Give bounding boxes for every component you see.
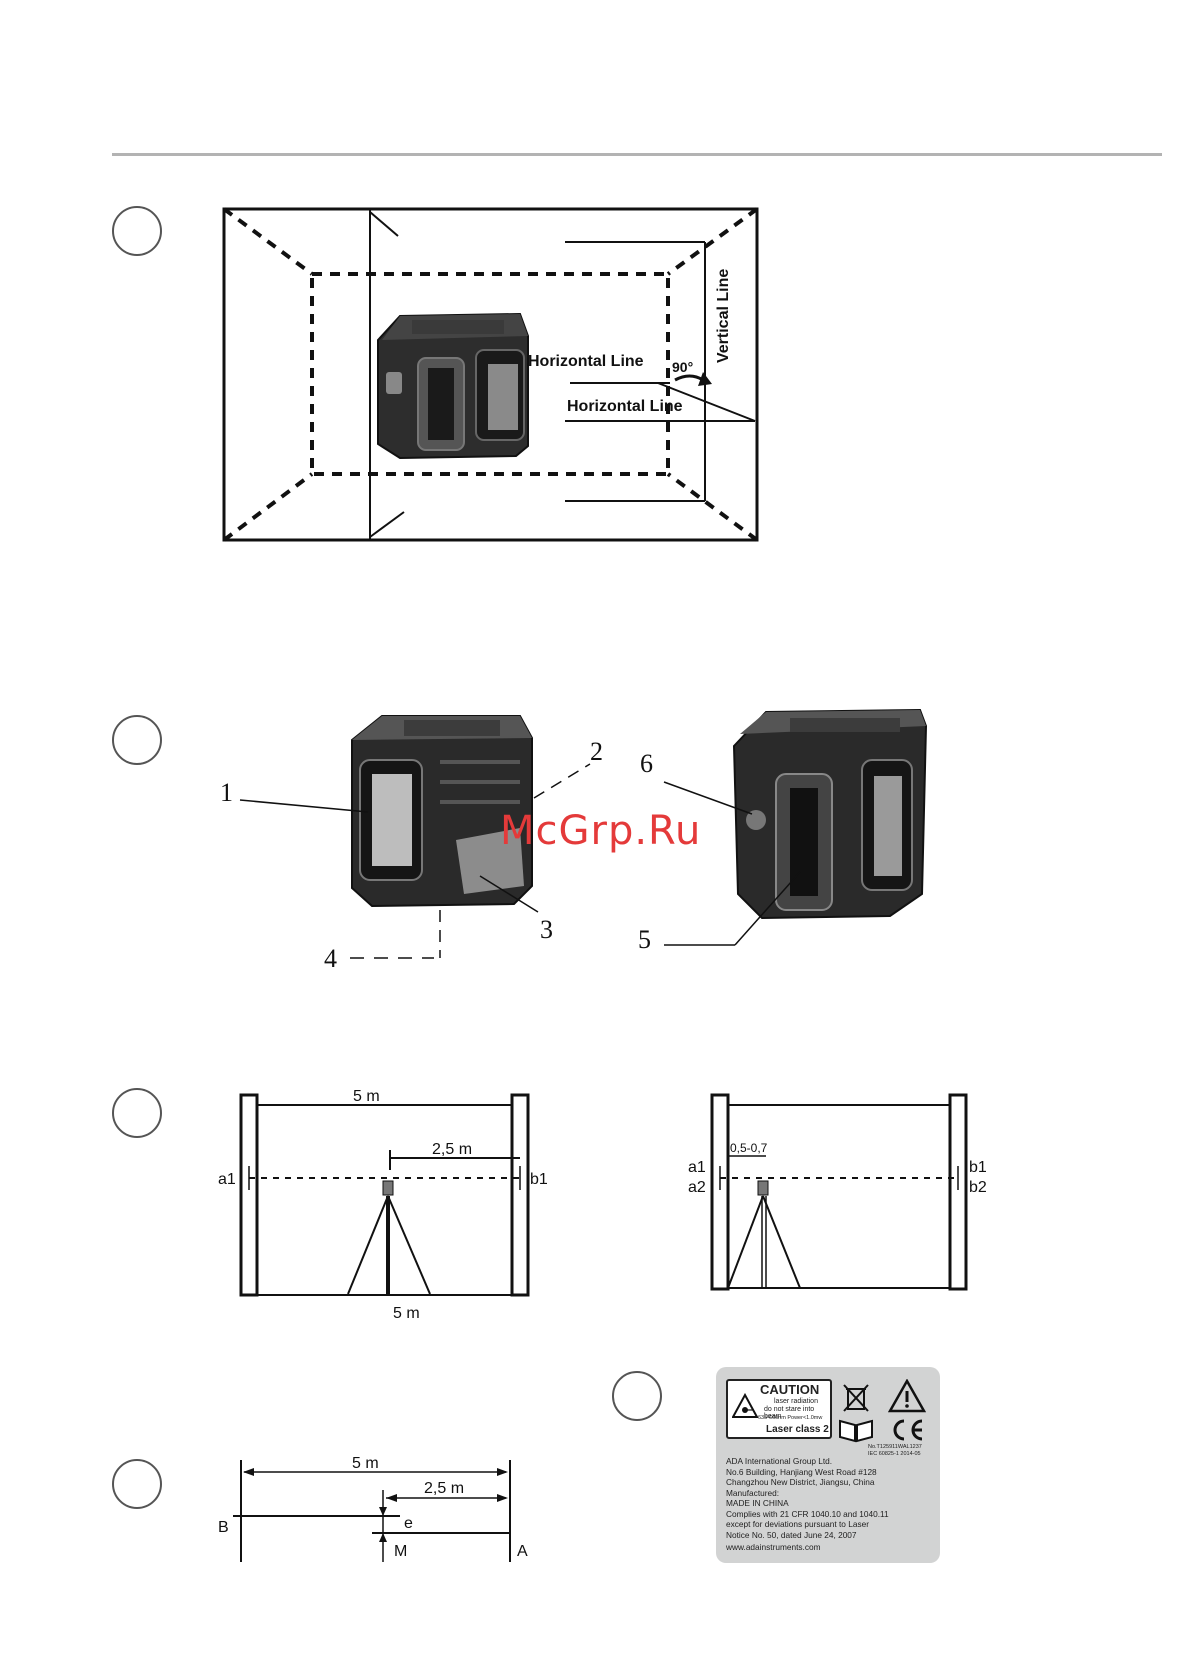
weee-bin-icon (843, 1384, 869, 1412)
caution-box: CAUTION laser radiation do not stare int… (726, 1379, 832, 1439)
info-line: www.adainstruments.com (726, 1542, 821, 1552)
manufacturer-info: ADA International Group Ltd. No.6 Buildi… (726, 1456, 889, 1553)
callout-2: 2 (590, 737, 603, 766)
cert-standard: IEC 60825-1 2014-05 (868, 1451, 921, 1457)
fig3-right-a2: a2 (688, 1179, 706, 1196)
fig3-right-b1: b1 (969, 1159, 987, 1176)
callout-5: 5 (638, 925, 651, 954)
fig4-distance: 5 m (352, 1455, 379, 1472)
caution-line-2: do not stare into beam (764, 1406, 815, 1420)
fig3-top-distance: 5 m (353, 1088, 380, 1105)
angle-label: 90° (672, 359, 693, 375)
fig4-half-distance: 2,5 m (424, 1480, 464, 1497)
fig4-point-m: M (394, 1543, 407, 1560)
certificate-info: No.T125911WAL1237 IEC 60825-1 2014-05 (868, 1444, 922, 1458)
fig3-right-a1: a1 (688, 1159, 706, 1176)
device-label: CAUTION laser radiation do not stare int… (716, 1367, 940, 1563)
horizontal-line-label-2: Horizontal Line (567, 398, 683, 415)
info-line: except for deviations pursuant to Laser (726, 1519, 869, 1529)
info-line: Notice No. 50, dated June 24, 2007 (726, 1529, 857, 1540)
figure-4-marker (112, 1459, 162, 1509)
manual-book-icon (839, 1419, 873, 1443)
figure-4-error-diagram: 5 m 2,5 m B e M A (218, 1455, 528, 1562)
figure-1-room-diagram: Horizontal Line Horizontal Line Vertical… (222, 207, 759, 542)
fig4-point-a: A (517, 1543, 528, 1560)
fig3-offset-label: 0,5-0,7 (730, 1141, 768, 1155)
caution-line-1: laser radiation (774, 1398, 818, 1405)
cube-illustration-1 (377, 312, 529, 460)
warning-triangle-icon (888, 1379, 926, 1413)
info-line: ADA International Group Ltd. (726, 1456, 833, 1466)
info-line: Changzhou New District, Jiangsu, China (726, 1477, 875, 1487)
callout-3: 3 (540, 915, 553, 944)
info-line: MADE IN CHINA (726, 1498, 789, 1508)
figure-2-marker (112, 715, 162, 765)
caution-title: CAUTION (760, 1382, 820, 1397)
figure-3-calibration-diagram: 5 m 2,5 m 5 m a1 b1 0,5-0,7 a1 a2 b1 b2 (218, 1088, 987, 1322)
figure-5-marker (612, 1371, 662, 1421)
callout-1: 1 (220, 778, 233, 807)
horizontal-line-label-1: Horizontal Line (528, 353, 644, 370)
fig3-half-distance: 2,5 m (432, 1141, 472, 1158)
fig3-bottom-distance: 5 m (393, 1305, 420, 1322)
vertical-line-label: Vertical Line (715, 269, 732, 363)
figure-2-parts-diagram: 1 2 3 4 5 6 (220, 708, 928, 973)
fig3-point-a1: a1 (218, 1171, 236, 1188)
fig4-error-e: e (404, 1515, 413, 1532)
laser-class: Laser class 2 (766, 1424, 829, 1435)
cube-front-view (351, 715, 533, 908)
cube-rear-view (732, 708, 928, 920)
ce-mark-icon (893, 1419, 923, 1441)
cert-number: No.T125911WAL1237 (868, 1444, 922, 1450)
fig3-point-b1: b1 (530, 1171, 548, 1188)
fig3-right-b2: b2 (969, 1179, 987, 1196)
laser-warning-icon (732, 1393, 758, 1418)
figure-3-marker (112, 1088, 162, 1138)
callout-4: 4 (324, 944, 337, 973)
callout-6: 6 (640, 749, 653, 778)
caution-line-3: 635-660nm Power<1.0mw (758, 1415, 823, 1421)
info-line: Complies with 21 CFR 1040.10 and 1040.11 (726, 1508, 889, 1519)
figure-1-marker (112, 206, 162, 256)
info-line: Manufactured: (726, 1487, 780, 1498)
fig4-point-b: B (218, 1519, 229, 1536)
header-rule (112, 153, 1162, 156)
watermark: McGrp.Ru (500, 808, 702, 854)
info-line: No.6 Building, Hanjiang West Road #128 (726, 1466, 877, 1477)
